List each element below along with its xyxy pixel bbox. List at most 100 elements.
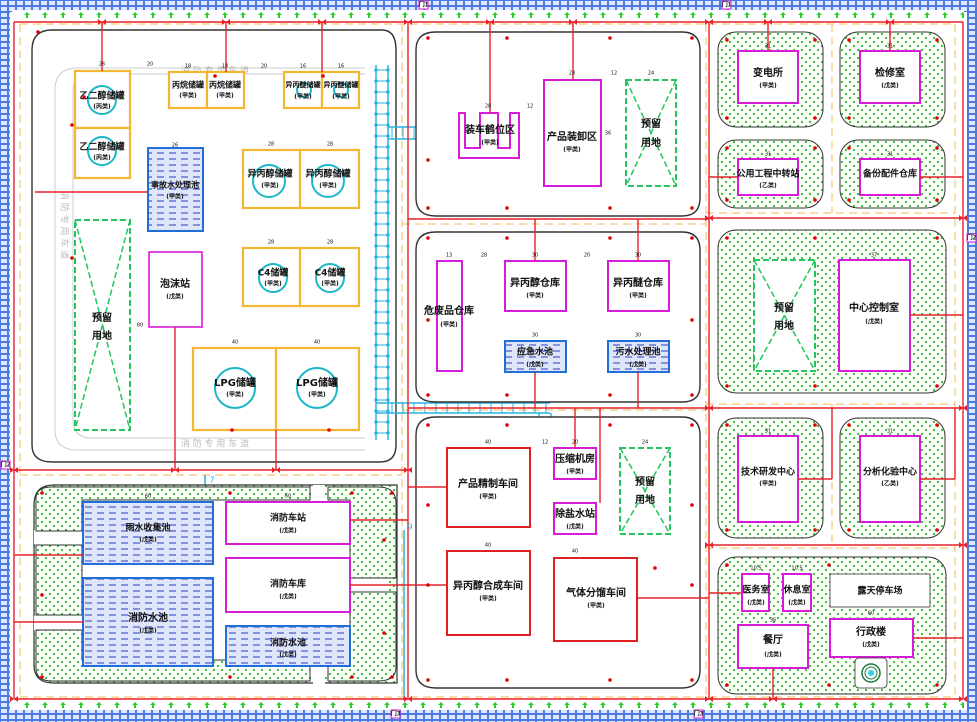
ipa-warehouse[interactable]: 异丙醇仓库 (甲类)	[504, 260, 567, 312]
spare-parts-warehouse[interactable]: 备份配件仓库	[859, 158, 921, 196]
loading-bay[interactable]: 装车鹤位区 (甲类)	[458, 112, 520, 159]
svg-text:31: 31	[765, 44, 771, 50]
ladder-node	[386, 134, 390, 138]
open-parking-lot[interactable]: 露天停车场	[829, 573, 931, 608]
sewage-treatment-pool[interactable]: 污水处理池 (戊类)	[607, 340, 670, 373]
svg-text:24: 24	[648, 71, 654, 77]
rest-room[interactable]: 休息室 (戊类)	[782, 573, 812, 612]
reserve-land-control[interactable]: 预留 用地	[753, 259, 816, 372]
reserve-land-loading[interactable]: 预留 用地	[625, 79, 677, 187]
tank-propane-2[interactable]: 丙烷储罐 (甲类)	[209, 80, 241, 100]
svg-text:36: 36	[770, 618, 776, 624]
hydrant-icon	[690, 206, 694, 210]
svg-text:(乙类): (乙类)	[759, 182, 777, 190]
utility-transfer-station[interactable]: 公用工程中转站 (乙类)	[736, 158, 800, 196]
hydrant-icon	[608, 423, 612, 427]
svg-text:(戊类): (戊类)	[862, 641, 880, 649]
tank-propane-1[interactable]: 丙烷储罐 (甲类)	[172, 80, 204, 100]
fire-water-pool-small[interactable]: 消防水池 (戊类)	[225, 625, 351, 667]
hydrant-icon	[653, 566, 657, 570]
gas-fractionation-workshop[interactable]: 气体分馏车间 (甲类)	[553, 557, 638, 642]
rd-center[interactable]: 技术研发中心 (甲类)	[737, 435, 799, 523]
svg-text:30: 30	[532, 253, 538, 259]
substation[interactable]: 变电所 (甲类)	[737, 50, 799, 104]
hydrant-icon	[426, 678, 430, 682]
hydrant-icon	[725, 384, 729, 388]
tank-lpg-2[interactable]: LPG储罐 (甲类)	[296, 376, 338, 399]
valve-icon	[705, 696, 713, 702]
svg-text:(甲类): (甲类)	[479, 595, 497, 603]
tank-ee-2[interactable]: 乙二醇储罐 (丙类)	[79, 141, 124, 162]
svg-text:产品装卸区: 产品装卸区	[547, 130, 597, 143]
svg-text:16: 16	[338, 64, 344, 70]
product-loading-area[interactable]: 产品装卸区 (甲类)	[543, 79, 602, 187]
valve-icon	[404, 19, 412, 25]
gate-top-left[interactable]: 门1	[418, 0, 429, 10]
analysis-lab[interactable]: 分析化验中心 (乙类)	[859, 435, 921, 523]
svg-text:(戊类): (戊类)	[166, 293, 184, 301]
valve-icon	[486, 19, 494, 25]
tank-ipe-1[interactable]: 异丙醚储罐 (甲类)	[286, 80, 321, 101]
administration-building[interactable]: 行政楼 (戊类)	[829, 618, 914, 658]
canteen[interactable]: 餐厅 (戊类)	[737, 624, 809, 669]
tank-c4-2[interactable]: C4储罐 (甲类)	[315, 267, 346, 288]
ladder-node	[374, 310, 378, 314]
foam-station[interactable]: 泡沫站 (戊类)	[148, 251, 203, 328]
tank-ipe-2[interactable]: 异丙醚储罐 (甲类)	[324, 80, 359, 101]
desalted-water-station[interactable]: 除盐水站 (戊类)	[553, 502, 597, 535]
tank-dikes	[73, 69, 361, 432]
product-refining-workshop[interactable]: 产品精制车间 (甲类)	[446, 447, 531, 528]
compressor-room[interactable]: 压缩机房 (甲类)	[553, 447, 597, 480]
svg-text:乙二醇储罐: 乙二醇储罐	[79, 141, 124, 153]
svg-text:异丙醚储罐: 异丙醚储罐	[286, 80, 321, 89]
valve-icon	[171, 467, 179, 473]
gate-bottom-right[interactable]: 门3	[693, 709, 704, 719]
fire-water-pool-large[interactable]: 消防水池 (戊类)	[82, 577, 214, 667]
hydrant-icon	[230, 428, 234, 432]
maintenance-room[interactable]: 检修室 (戊类)	[859, 50, 921, 104]
tank-ipa-2[interactable]: 异丙醇储罐 (甲类)	[305, 168, 350, 190]
ladder-node	[386, 244, 390, 248]
hydrant-icon	[40, 593, 44, 597]
gate-left[interactable]: 门2	[0, 460, 11, 470]
accident-water-pool[interactable]: 事故水处理池 (甲类)	[147, 147, 204, 232]
svg-text:预留: 预留	[641, 117, 661, 130]
svg-text:(戊类): (戊类)	[139, 536, 157, 544]
svg-text:异丙醇仓库: 异丙醇仓库	[510, 276, 560, 289]
central-control-room[interactable]: 中心控制室 (戊类)	[838, 259, 911, 372]
hydrant-icon	[690, 503, 694, 507]
fire-truck-garage[interactable]: 消防车库 (戊类)	[225, 557, 351, 613]
svg-text:28: 28	[268, 240, 274, 246]
valve-icon	[98, 19, 106, 25]
svg-text:(戊类): (戊类)	[881, 82, 899, 90]
tank-ipa-1[interactable]: 异丙醇储罐 (甲类)	[247, 168, 292, 190]
gate-bottom-left[interactable]: 门3	[390, 709, 401, 719]
svg-text:中心控制室: 中心控制室	[849, 301, 899, 314]
fire-station[interactable]: 消防车站 (戊类)	[225, 501, 351, 545]
hydrant-icon	[813, 198, 817, 202]
ipa-synthesis-workshop[interactable]: 异丙醇合成车间 (甲类)	[446, 550, 531, 636]
svg-text:门3: 门3	[694, 710, 704, 718]
valve-icon	[886, 19, 894, 25]
svg-text:12: 12	[527, 104, 533, 110]
ladder-node	[386, 288, 390, 292]
tank-lpg-1[interactable]: LPG储罐 (甲类)	[214, 376, 256, 399]
svg-text:(戊类): (戊类)	[764, 651, 782, 659]
gate-top-right[interactable]: 门1	[721, 0, 732, 10]
ipe-warehouse[interactable]: 异丙醚仓库 (甲类)	[607, 260, 670, 312]
reserve-land-tank-farm[interactable]: 预留 用地	[74, 219, 131, 431]
hazardous-waste-warehouse[interactable]: 危废品仓库 (甲类)	[424, 260, 474, 372]
ladder-node	[386, 299, 390, 303]
hydrant-icon	[40, 675, 44, 679]
clinic[interactable]: 医务室 (戊类)	[741, 573, 770, 612]
emergency-water-pool[interactable]: 应急水池 (戊类)	[504, 340, 567, 373]
rainwater-collection-pool[interactable]: 雨水收集池 (戊类)	[82, 501, 214, 565]
hydrant-icon	[847, 528, 851, 532]
hydrant-icon	[608, 36, 612, 40]
reserve-land-process[interactable]: 预留 用地	[619, 447, 671, 535]
svg-text:18: 18	[222, 64, 228, 70]
gate-right[interactable]: 门2	[966, 233, 977, 243]
tank-c4-1[interactable]: C4储罐 (甲类)	[258, 267, 289, 288]
tank-ee-1[interactable]: 乙二醇储罐 (丙类)	[79, 90, 124, 111]
svg-text:门2: 门2	[967, 234, 977, 242]
